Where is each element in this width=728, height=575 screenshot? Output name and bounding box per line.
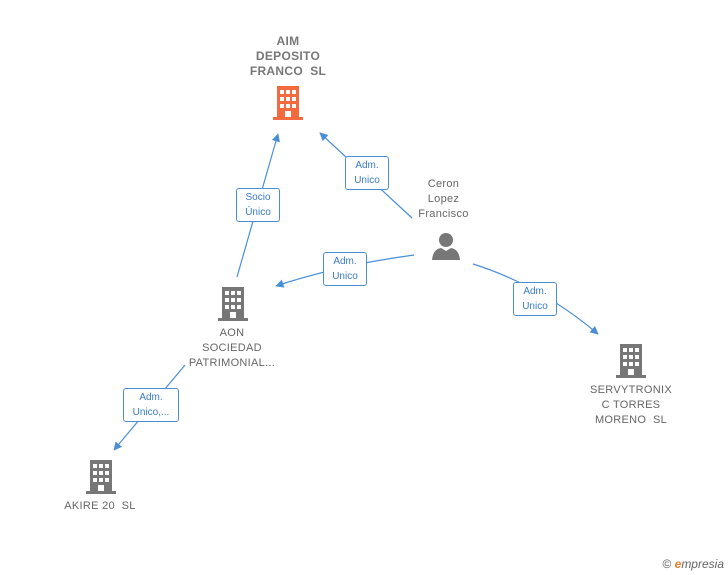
node-servytronix-label[interactable]: SERVYTRONIX C TORRES MORENO SL (590, 384, 672, 426)
edge-label-ceron-aim: Adm. Unico (345, 156, 389, 190)
person-icon[interactable] (431, 231, 461, 261)
empresia-logo: empresia (674, 557, 724, 571)
edge-label-ceron-aon: Adm. Unico (323, 252, 367, 286)
building-icon-aon[interactable] (218, 287, 248, 321)
node-akire-label[interactable]: AKIRE 20 SL (64, 500, 136, 512)
edge-label-socio-unico: Socio Único (236, 188, 280, 222)
building-icon-aim[interactable] (273, 86, 303, 120)
copyright-icon: © (662, 557, 672, 571)
footer-brand: © empresia (662, 557, 724, 571)
node-ceron-label[interactable]: Ceron Lopez Francisco (418, 178, 469, 220)
edge-label-aon-akire: Adm. Unico,... (123, 388, 179, 422)
node-aon-label[interactable]: AON SOCIEDAD PATRIMONIAL... (188, 327, 276, 369)
edge-label-ceron-servytronix: Adm. Unico (513, 282, 557, 316)
building-icon-akire[interactable] (86, 460, 116, 494)
node-aim-label[interactable]: AIM DEPOSITO FRANCO SL (249, 34, 327, 78)
building-icon-servytronix[interactable] (616, 344, 646, 378)
